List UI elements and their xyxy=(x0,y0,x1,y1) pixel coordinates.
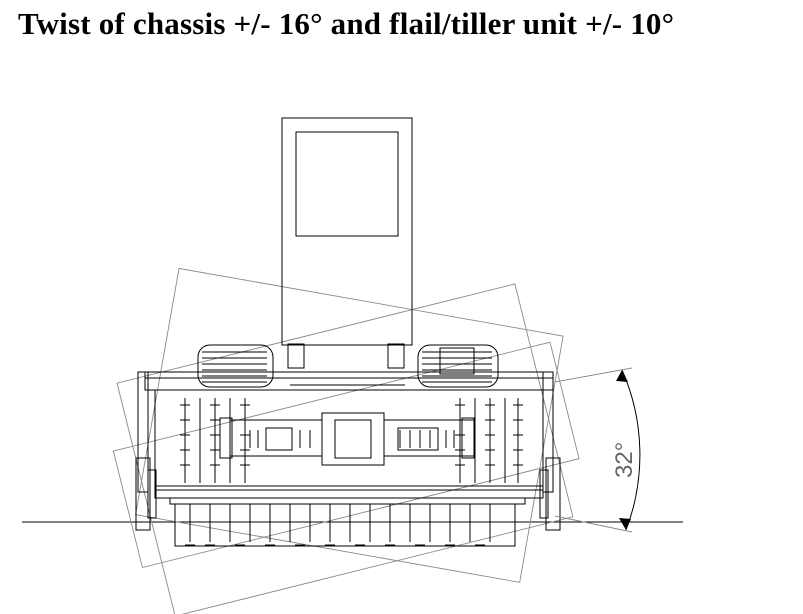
left-skid xyxy=(135,457,157,531)
cab-housing xyxy=(281,117,413,346)
tilted-chassis-outline xyxy=(112,283,580,614)
rotor-bar xyxy=(154,485,544,547)
hitch-brackets xyxy=(287,343,405,391)
left-tire xyxy=(197,344,274,388)
flail-blades xyxy=(180,398,523,483)
angle-label: 32° xyxy=(611,442,638,478)
angle-dimension xyxy=(554,367,641,533)
page-title: Twist of chassis +/- 16° and flail/tille… xyxy=(18,6,675,41)
tilted-chassis-outline-opposite xyxy=(135,267,564,583)
right-skid xyxy=(539,457,561,531)
right-tire xyxy=(417,344,499,388)
drive-shaft xyxy=(229,412,476,466)
